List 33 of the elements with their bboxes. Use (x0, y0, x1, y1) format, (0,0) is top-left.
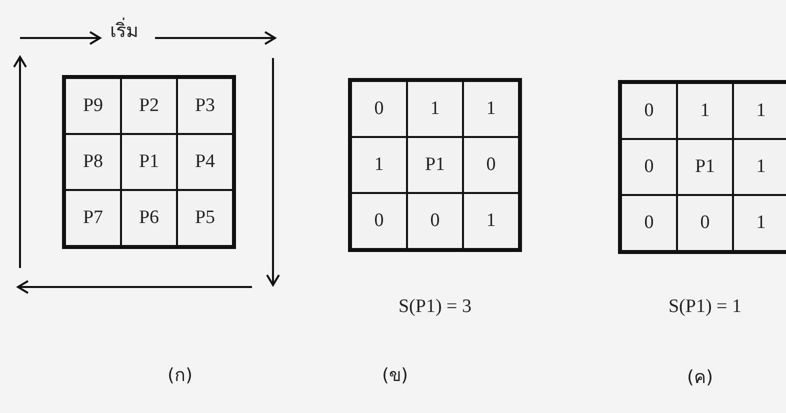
figure-caption: (ข) (382, 364, 408, 388)
grid-cell: P3 (177, 78, 233, 134)
formula-label: S(P1) = 1 (668, 295, 742, 319)
grid-cell: 0 (351, 193, 407, 249)
grid-cell: P7 (65, 190, 121, 246)
formula-label: S(P1) = 3 (398, 295, 472, 319)
grid-cell: 1 (463, 193, 519, 249)
grid-cell: P1 (121, 134, 177, 190)
grid-cell: P5 (177, 190, 233, 246)
grid-cell: 0 (621, 195, 677, 251)
grid-cell: 0 (351, 81, 407, 137)
grid-cell: 0 (407, 193, 463, 249)
grid-cell: P2 (121, 78, 177, 134)
grid-cell: 0 (621, 139, 677, 195)
grid-cell: P1 (677, 139, 733, 195)
grid-cell: 1 (351, 137, 407, 193)
figure-caption: (ค) (686, 366, 714, 390)
grid-cell: 1 (733, 83, 786, 139)
grid-cell: P1 (407, 137, 463, 193)
grid-cell: 0 (677, 195, 733, 251)
grid-cell: P6 (121, 190, 177, 246)
figure-caption: (ก) (167, 364, 193, 388)
grid-cell: 1 (677, 83, 733, 139)
grid-cell: P8 (65, 134, 121, 190)
grid-cell: 1 (733, 195, 786, 251)
grid-cell: 0 (463, 137, 519, 193)
grid-cell: P4 (177, 134, 233, 190)
start-label: เริ่ม (110, 20, 139, 44)
grid-cell: 1 (407, 81, 463, 137)
grid-cell: 0 (621, 83, 677, 139)
grid-cell: P9 (65, 78, 121, 134)
grid-cell: 1 (733, 139, 786, 195)
grid-cell: 1 (463, 81, 519, 137)
